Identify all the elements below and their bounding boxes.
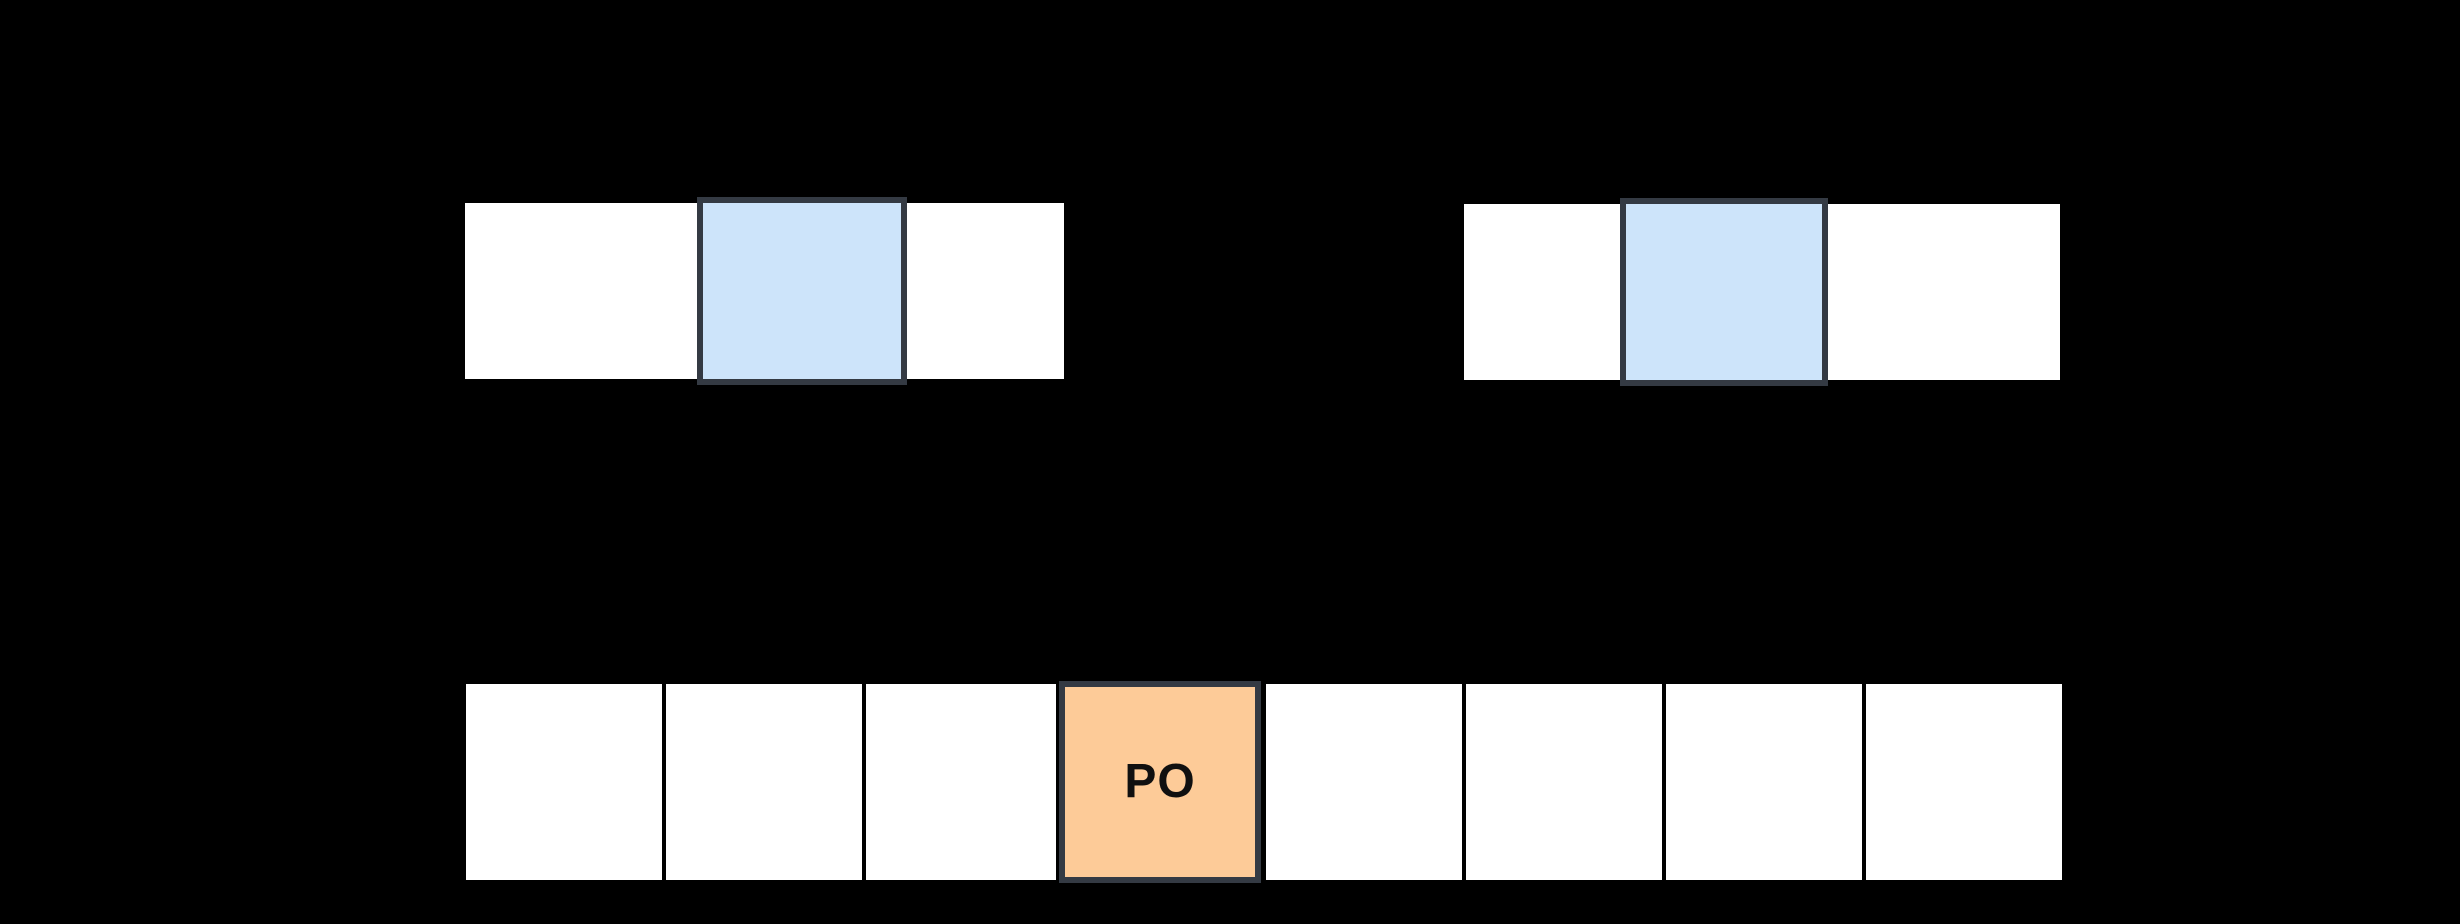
top-left-cell-3 [907, 203, 1064, 379]
page-offset-label: PO [1124, 755, 1196, 808]
top-right-highlight-cell [1620, 198, 1828, 386]
top-left-cell-1 [465, 203, 703, 379]
top-right-cell-3 [1828, 204, 2060, 380]
top-left-highlight-cell [697, 197, 907, 385]
bottom-cell-2 [666, 684, 862, 880]
top-right-cell-1 [1464, 204, 1624, 380]
bottom-cell-3 [866, 684, 1056, 880]
bottom-cell-5 [1266, 684, 1462, 880]
bottom-cell-6 [1466, 684, 1662, 880]
page-offset-cell: PO [1059, 681, 1261, 883]
bottom-cell-1 [466, 684, 662, 880]
bottom-cell-8 [1866, 684, 2062, 880]
bottom-cell-7 [1666, 684, 1862, 880]
